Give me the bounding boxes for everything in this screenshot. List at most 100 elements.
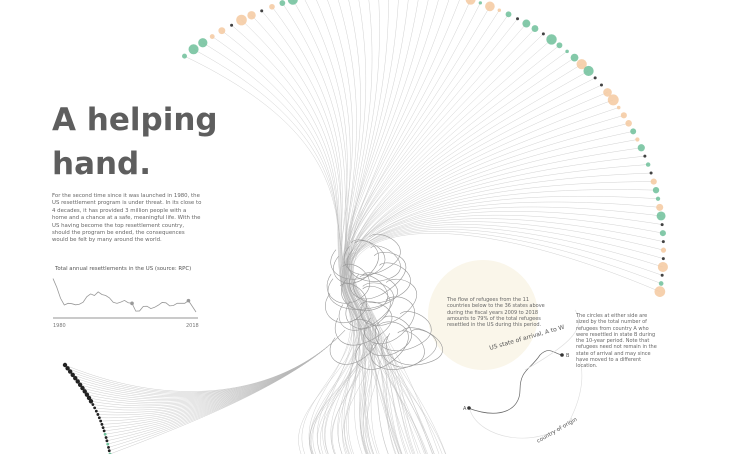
state-circle[interactable] xyxy=(649,171,653,175)
country-circle[interactable] xyxy=(80,385,85,391)
state-circle[interactable] xyxy=(645,162,651,167)
state-circle[interactable] xyxy=(247,11,256,20)
state-circle[interactable] xyxy=(531,25,539,32)
state-circle[interactable] xyxy=(650,178,657,185)
country-circle[interactable] xyxy=(73,375,78,381)
state-circle[interactable] xyxy=(637,144,645,152)
country-circle[interactable] xyxy=(91,403,95,406)
knot-loop xyxy=(338,282,394,331)
state-circle[interactable] xyxy=(478,1,482,5)
country-circle[interactable] xyxy=(70,372,75,378)
state-circle[interactable] xyxy=(599,83,603,87)
state-circle[interactable] xyxy=(230,23,234,27)
state-circle[interactable] xyxy=(188,44,199,55)
state-circle[interactable] xyxy=(654,286,666,297)
country-circle[interactable] xyxy=(101,426,105,430)
flow-line xyxy=(324,57,575,454)
state-circle[interactable] xyxy=(269,3,275,10)
country-circle[interactable] xyxy=(100,422,104,426)
country-circle[interactable] xyxy=(97,416,101,420)
state-circle[interactable] xyxy=(182,53,187,59)
state-circle[interactable] xyxy=(656,203,664,211)
state-circle[interactable] xyxy=(630,128,637,135)
state-circle[interactable] xyxy=(485,1,495,12)
country-circle[interactable] xyxy=(93,406,97,410)
state-circle[interactable] xyxy=(541,32,545,36)
state-circle[interactable] xyxy=(660,247,667,253)
state-circle[interactable] xyxy=(279,0,286,6)
flow-line xyxy=(310,0,439,454)
state-circle[interactable] xyxy=(635,137,640,142)
state-circle[interactable] xyxy=(607,94,619,106)
country-circle[interactable] xyxy=(96,413,100,416)
country-circle[interactable] xyxy=(105,439,109,443)
state-circle[interactable] xyxy=(625,120,632,127)
state-circle[interactable] xyxy=(497,8,502,12)
country-circle[interactable] xyxy=(65,366,70,371)
flow-note: The flow of refugees from the 11 countri… xyxy=(447,297,545,329)
flow-line xyxy=(342,0,419,454)
flow-line xyxy=(331,2,481,454)
flow-line xyxy=(301,218,664,454)
country-circle[interactable] xyxy=(86,395,92,401)
x-tick-end: 2018 xyxy=(186,323,199,329)
state-circle[interactable] xyxy=(656,211,666,221)
state-circle[interactable] xyxy=(209,34,215,39)
country-circle[interactable] xyxy=(106,442,110,446)
state-circle[interactable] xyxy=(603,88,612,97)
state-circle[interactable] xyxy=(260,9,264,13)
flow-line xyxy=(107,329,346,445)
state-circle[interactable] xyxy=(660,273,664,277)
knot-loop xyxy=(326,264,370,304)
state-circle[interactable] xyxy=(593,76,597,80)
state-circle[interactable] xyxy=(655,196,661,201)
state-circle[interactable] xyxy=(657,261,668,273)
state-circle[interactable] xyxy=(236,14,247,26)
country-circle[interactable] xyxy=(75,379,80,384)
state-circle[interactable] xyxy=(565,49,569,54)
state-circle[interactable] xyxy=(505,11,512,18)
country-circle[interactable] xyxy=(107,449,111,453)
country-circles xyxy=(62,362,112,454)
country-circle[interactable] xyxy=(94,409,98,413)
country-circle[interactable] xyxy=(67,369,73,374)
state-circle[interactable] xyxy=(287,0,298,5)
state-circle[interactable] xyxy=(660,223,664,227)
knot-loop xyxy=(381,330,425,368)
knot-loop xyxy=(324,283,368,323)
country-circle[interactable] xyxy=(84,392,90,397)
state-circle[interactable] xyxy=(516,17,520,21)
state-circle[interactable] xyxy=(546,34,557,45)
country-circle[interactable] xyxy=(103,432,107,436)
flow-line xyxy=(109,329,346,454)
state-circle[interactable] xyxy=(583,65,594,77)
country-circle[interactable] xyxy=(82,389,87,394)
highlight-point xyxy=(130,301,134,306)
state-circle[interactable] xyxy=(620,112,627,119)
state-circle[interactable] xyxy=(570,53,579,62)
country-circle[interactable] xyxy=(62,362,68,368)
state-circle[interactable] xyxy=(643,154,647,158)
state-circle[interactable] xyxy=(661,257,665,261)
state-circle[interactable] xyxy=(661,240,665,244)
state-circle[interactable] xyxy=(218,27,226,35)
country-circle[interactable] xyxy=(102,429,106,433)
state-circle[interactable] xyxy=(658,281,664,286)
state-circle[interactable] xyxy=(198,38,208,48)
flow-line xyxy=(347,77,596,454)
state-circle[interactable] xyxy=(576,59,587,70)
country-circle[interactable] xyxy=(99,419,103,423)
country-circle[interactable] xyxy=(107,446,110,449)
state-circle[interactable] xyxy=(465,0,476,5)
flow-line xyxy=(103,329,346,428)
state-circle[interactable] xyxy=(522,19,531,28)
state-circle[interactable] xyxy=(659,230,666,237)
country-circle[interactable] xyxy=(77,382,83,387)
knot-loop xyxy=(333,239,379,284)
state-circle[interactable] xyxy=(556,42,563,49)
country-circle[interactable] xyxy=(88,399,94,404)
state-circle[interactable] xyxy=(652,186,660,194)
country-circle[interactable] xyxy=(104,436,108,439)
state-circle[interactable] xyxy=(616,105,621,110)
